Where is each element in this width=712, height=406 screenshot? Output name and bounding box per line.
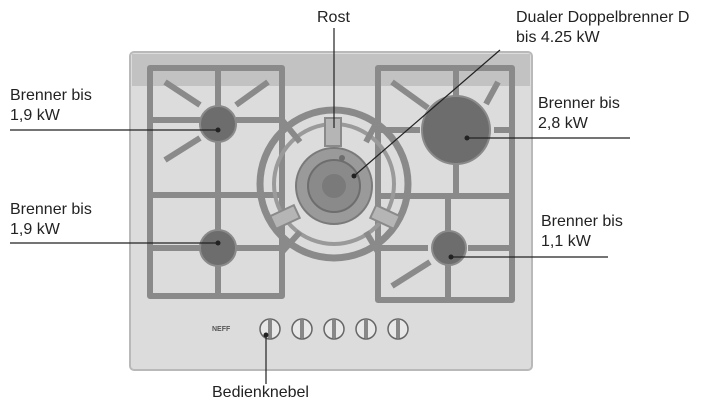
label-dual-burner-line2: bis 4.25 kW: [516, 29, 600, 46]
knob-4[interactable]: [355, 318, 377, 340]
dot-knobs: [263, 332, 269, 338]
burner-top-right: [421, 95, 491, 165]
label-burner-bottom-left: Brenner bis 1,9 kW: [10, 200, 92, 240]
burner-bottom-left: [199, 229, 237, 267]
label-burner-bottom-left-line1: Brenner bis: [10, 201, 92, 218]
knob-5[interactable]: [387, 318, 409, 340]
label-burner-top-right-line1: Brenner bis: [538, 95, 620, 112]
label-dual-burner: Dualer Doppelbrenner D bis 4.25 kW: [516, 8, 689, 48]
dot-dual-burner: [351, 173, 357, 179]
dot-burner-bottom-left: [215, 240, 221, 246]
label-burner-top-left-line2: 1,9 kW: [10, 107, 60, 124]
label-burner-top-left: Brenner bis 1,9 kW: [10, 86, 92, 126]
knob-1[interactable]: [259, 318, 281, 340]
dual-burner: [295, 147, 373, 225]
label-burner-bottom-right: Brenner bis 1,1 kW: [541, 212, 623, 252]
label-knobs-text: Bedienknebel: [212, 384, 309, 401]
label-burner-top-left-line1: Brenner bis: [10, 87, 92, 104]
burner-top-left: [199, 105, 237, 143]
label-knobs: Bedienknebel: [212, 383, 309, 403]
label-rost: Rost: [317, 8, 350, 28]
dot-burner-top-right: [464, 135, 470, 141]
burner-bottom-right: [431, 230, 467, 266]
knob-3[interactable]: [323, 318, 345, 340]
leader-dual-burner: [353, 49, 501, 177]
left-grate: [147, 65, 285, 299]
label-burner-top-right-line2: 2,8 kW: [538, 115, 588, 132]
label-burner-bottom-right-line1: Brenner bis: [541, 213, 623, 230]
brand-mark: NEFF: [212, 326, 231, 333]
dot-burner-top-left: [215, 127, 221, 133]
label-burner-bottom-left-line2: 1,9 kW: [10, 221, 60, 238]
label-rost-text: Rost: [317, 9, 350, 26]
knob-2[interactable]: [291, 318, 313, 340]
right-grate: [375, 65, 515, 303]
label-dual-burner-line1: Dualer Doppelbrenner D: [516, 9, 690, 26]
label-burner-bottom-right-line2: 1,1 kW: [541, 233, 591, 250]
dot-burner-bottom-right: [448, 254, 454, 260]
label-burner-top-right: Brenner bis 2,8 kW: [538, 94, 620, 134]
leader-lines: [10, 28, 630, 384]
